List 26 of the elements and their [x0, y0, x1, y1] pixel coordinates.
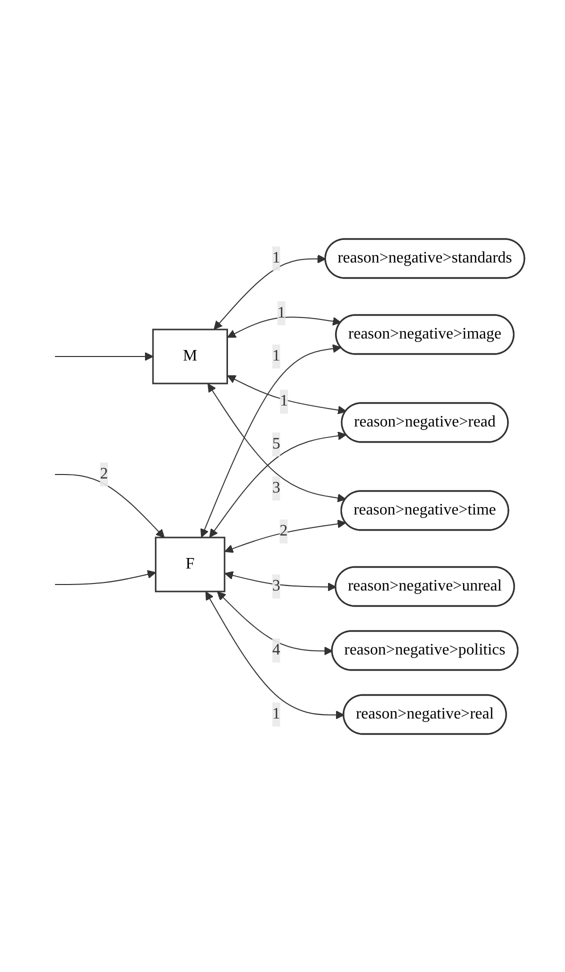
arrow	[206, 590, 345, 719]
edge-label: 1	[272, 346, 281, 364]
edge-label: 2	[280, 522, 288, 539]
arrow	[54, 352, 154, 360]
edge-label: 1	[278, 304, 286, 321]
arrow	[54, 570, 156, 584]
edge-label: 1	[280, 392, 288, 410]
edge-label: 1	[272, 249, 281, 266]
arrow	[217, 590, 334, 655]
arrow	[227, 374, 347, 414]
arrow	[214, 254, 326, 330]
node-box: F	[155, 536, 226, 592]
edge-label: 5	[272, 434, 281, 452]
edge-label: 3	[272, 478, 281, 496]
arrow	[210, 430, 347, 538]
arrow	[224, 570, 337, 591]
arrow	[200, 344, 342, 538]
edge-label: 1	[272, 704, 281, 722]
node-box: M	[152, 328, 228, 384]
edge-label: 3	[272, 576, 281, 594]
arrow	[227, 316, 342, 338]
edge-label: 4	[272, 640, 281, 658]
arrow	[224, 519, 346, 552]
arrow	[54, 474, 165, 538]
edge-label: 2	[100, 464, 108, 482]
arrow	[208, 382, 346, 502]
